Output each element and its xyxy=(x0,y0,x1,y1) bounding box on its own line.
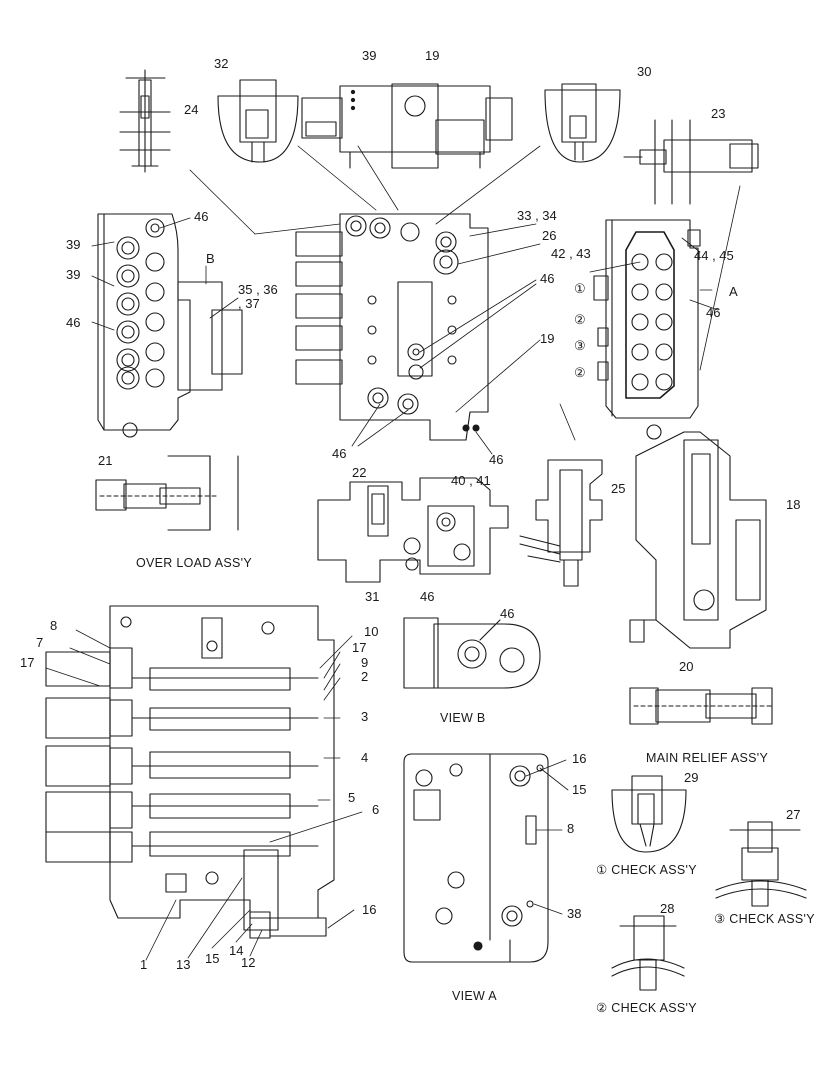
main-relief-assembly-drawing xyxy=(629,687,773,725)
check-marker-1: ① xyxy=(574,281,586,296)
part-label-14: 14 xyxy=(229,943,244,958)
block-left-view xyxy=(97,213,243,438)
part-label-28: 28 xyxy=(660,901,675,916)
part-label-37: , 37 xyxy=(238,296,260,311)
view-b-drawing xyxy=(403,617,541,689)
detail-25-valve xyxy=(519,459,603,587)
part-label-42-43: 42 , 43 xyxy=(551,246,591,261)
part-label-26: 26 xyxy=(542,228,557,243)
part-label-46-e: 46 xyxy=(489,452,504,467)
part-label-16-a: 16 xyxy=(362,902,377,917)
part-label-38: 38 xyxy=(567,906,582,921)
part-label-9: 9 xyxy=(361,655,369,670)
part-label-15-a: 15 xyxy=(205,951,220,966)
part-label-46-b: 46 xyxy=(66,315,81,330)
part-label-19-mid: 19 xyxy=(540,331,555,346)
part-label-39-top: 39 xyxy=(362,48,377,63)
part-label-32: 32 xyxy=(214,56,229,71)
part-label-46-h: 46 xyxy=(500,606,515,621)
check-marker-2a: ② xyxy=(574,312,586,327)
part-label-5: 5 xyxy=(348,790,356,805)
lower-left-main-valve xyxy=(45,605,335,939)
main-relief-housing xyxy=(629,431,767,649)
caption-check-assy-2: ② CHECK ASS'Y xyxy=(596,1001,697,1015)
part-label-46-a: 46 xyxy=(194,209,209,224)
part-label-29: 29 xyxy=(684,770,699,785)
detail-22-section xyxy=(317,477,509,583)
caption-view-a: VIEW A xyxy=(452,989,497,1003)
caption-main-relief-assy: MAIN RELIEF ASS'Y xyxy=(646,751,769,765)
part-label-25: 25 xyxy=(611,481,626,496)
part-label-17-a: 17 xyxy=(20,655,35,670)
check-marker-2b: ② xyxy=(574,365,586,380)
check-marker-3: ③ xyxy=(574,338,586,353)
leader-lines-right xyxy=(589,237,719,311)
part-label-39-a: 39 xyxy=(66,237,81,252)
part-label-12: 12 xyxy=(241,955,256,970)
part-label-24: 24 xyxy=(184,102,199,117)
part-label-3: 3 xyxy=(361,709,369,724)
part-label-17-b: 17 xyxy=(352,640,367,655)
part-label-31: 31 xyxy=(365,589,380,604)
detail-23-valve xyxy=(623,119,759,205)
check-assembly-3-drawing xyxy=(715,821,807,907)
part-label-A: A xyxy=(729,284,738,299)
check-assembly-2-drawing xyxy=(611,915,685,991)
part-label-7: 7 xyxy=(36,635,44,650)
part-label-13: 13 xyxy=(176,957,191,972)
part-label-35-36: 35 , 36 xyxy=(238,282,278,297)
check-assembly-1-drawing xyxy=(611,775,687,853)
detail-19-side-view xyxy=(301,83,513,169)
leader-lines-center xyxy=(91,217,541,455)
part-label-46-d: 46 xyxy=(332,446,347,461)
part-label-21: 21 xyxy=(98,453,113,468)
part-label-39-b: 39 xyxy=(66,267,81,282)
overload-assembly-drawing xyxy=(95,455,239,531)
part-label-2: 2 xyxy=(361,669,369,684)
part-label-8-b: 8 xyxy=(567,821,575,836)
part-label-46-f: 46 xyxy=(706,305,721,320)
part-label-4: 4 xyxy=(361,750,369,765)
part-label-6: 6 xyxy=(372,802,380,817)
detail-32-plug xyxy=(217,79,299,163)
part-label-44-45: 44 , 45 xyxy=(694,248,734,263)
part-label-40-41: 40 , 41 xyxy=(451,473,491,488)
part-label-19-top: 19 xyxy=(425,48,440,63)
part-label-27: 27 xyxy=(786,807,801,822)
part-label-22: 22 xyxy=(352,465,367,480)
leader-lines-view-a xyxy=(525,759,569,915)
leader-lines-lower xyxy=(45,629,363,961)
caption-overload-assy: OVER LOAD ASS'Y xyxy=(136,556,252,570)
part-label-10: 10 xyxy=(364,624,379,639)
part-label-20: 20 xyxy=(679,659,694,674)
detail-30-plug xyxy=(544,83,621,163)
part-label-46-g: 46 xyxy=(420,589,435,604)
right-block-view xyxy=(593,219,701,440)
part-label-15-b: 15 xyxy=(572,782,587,797)
part-label-23: 23 xyxy=(711,106,726,121)
caption-view-b: VIEW B xyxy=(440,711,486,725)
view-a-drawing xyxy=(403,753,549,963)
part-label-1: 1 xyxy=(140,957,148,972)
leader-lines-top xyxy=(189,145,741,441)
part-label-8-a: 8 xyxy=(50,618,58,633)
detail-24-valve xyxy=(119,69,171,173)
part-label-33-34: 33 , 34 xyxy=(517,208,557,223)
caption-check-assy-1: ① CHECK ASS'Y xyxy=(596,863,697,877)
center-valve-block xyxy=(295,213,489,441)
part-label-B: B xyxy=(206,251,215,266)
caption-check-assy-3: ③ CHECK ASS'Y xyxy=(714,912,815,926)
part-label-18: 18 xyxy=(786,497,801,512)
part-label-30: 30 xyxy=(637,64,652,79)
part-label-46-c: 46 xyxy=(540,271,555,286)
part-label-16-b: 16 xyxy=(572,751,587,766)
